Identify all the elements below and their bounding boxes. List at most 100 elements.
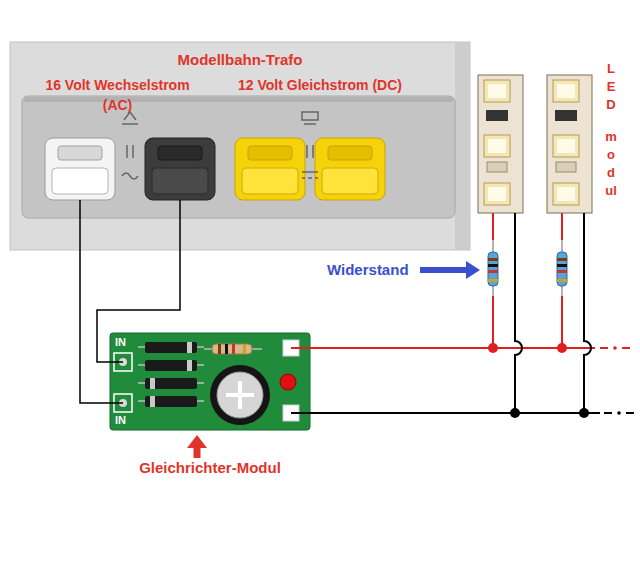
- led-module: [478, 75, 523, 213]
- led-module: [478, 75, 592, 213]
- connector-group: [80, 250, 180, 403]
- vertical-label: modul: [604, 128, 618, 200]
- led-module: [553, 135, 579, 157]
- minus-wire: [291, 213, 634, 413]
- plus-wire: [613, 346, 617, 350]
- capacitor-symbol: [210, 365, 270, 425]
- transformer-housing: [24, 97, 453, 102]
- junction-dot: [488, 343, 498, 353]
- diode: [150, 378, 155, 389]
- wire: [80, 200, 180, 250]
- led-module: [556, 162, 576, 172]
- led-module: [547, 75, 592, 213]
- led-indicator: [280, 374, 296, 390]
- terminal-socket: [235, 138, 305, 200]
- plus-wire: [291, 347, 595, 349]
- panel-text: 12 Volt Gleichstrom (DC): [225, 75, 415, 95]
- led-module: [557, 84, 575, 98]
- diode: [187, 342, 192, 353]
- terminal-socket: [242, 168, 298, 194]
- rectifier-board: [110, 333, 310, 430]
- junction-dot: [557, 343, 567, 353]
- wire: [80, 250, 110, 403]
- capacitor-symbol: [217, 372, 263, 418]
- resistor-symbol: [557, 270, 567, 273]
- terminal-socket: [322, 168, 378, 194]
- terminal-socket: [45, 138, 385, 200]
- minus-wire: [584, 213, 591, 413]
- led-module: [488, 84, 506, 98]
- led-module: [486, 110, 508, 121]
- terminal-socket: [45, 138, 115, 200]
- resistor-symbol: [218, 344, 221, 354]
- junction-dot: [510, 408, 520, 418]
- callout-arrow: [187, 261, 480, 458]
- minus-wire: [604, 412, 634, 414]
- diode: [145, 342, 197, 353]
- resistor-symbol: [488, 240, 567, 296]
- diode: [145, 360, 197, 371]
- resistor-symbol: [557, 279, 567, 282]
- diode: [145, 378, 197, 389]
- resistor-symbol: [225, 344, 228, 354]
- panel-text: 16 Volt Wechselstrom (AC): [30, 75, 205, 115]
- resistor-symbol: [557, 252, 567, 286]
- wire: [79, 200, 81, 250]
- resistor-symbol: [488, 258, 498, 261]
- led-module: [487, 162, 507, 172]
- led-module: [488, 139, 506, 153]
- resistor-symbol: [493, 240, 562, 296]
- rectifier-board: [110, 362, 123, 403]
- resistor-symbol: [488, 279, 498, 282]
- resistor-symbol: [488, 270, 498, 273]
- capacitor-symbol: [210, 365, 270, 425]
- terminal-symbol: [302, 172, 318, 178]
- transformer-housing: [455, 42, 470, 250]
- resistor-symbol: [557, 258, 567, 261]
- plus-wire: [291, 213, 630, 348]
- transformer-panel: Modellbahn-Trafo 16 Volt Wechselstrom (AC…: [10, 42, 474, 250]
- callout-arrow: [420, 267, 466, 273]
- callout-arrow: [187, 435, 207, 448]
- wire: [179, 200, 181, 250]
- terminal-socket: [145, 138, 215, 200]
- resistor-symbol: [488, 252, 498, 286]
- resistor-symbol: [557, 264, 567, 267]
- minus-wire: [617, 411, 621, 415]
- plus-wire: [600, 347, 630, 349]
- terminal-socket: [248, 146, 292, 160]
- terminal-socket: [315, 138, 385, 200]
- callout-label: Widerstand: [327, 261, 419, 279]
- diode: [187, 360, 192, 371]
- terminal-symbol: [122, 173, 138, 179]
- rectifier-board: [110, 333, 310, 430]
- rectifier-module: ININ: [110, 333, 310, 430]
- diode: [138, 347, 204, 401]
- terminal-symbol: [122, 112, 318, 179]
- transformer-housing: [10, 42, 470, 250]
- resistor-symbol: [204, 344, 262, 354]
- diode: [150, 396, 155, 407]
- transformer-housing: [22, 96, 455, 218]
- callout-label: Gleichrichter-Modul: [122, 459, 298, 477]
- junction-dot: [579, 408, 589, 418]
- diode: [138, 342, 204, 407]
- terminal-socket: [152, 168, 208, 194]
- resistor-symbol: [488, 264, 498, 267]
- panel-text: Modellbahn-Trafo: [10, 50, 470, 70]
- pin-label: IN: [115, 414, 139, 427]
- junction-dot: [488, 343, 589, 418]
- terminal-symbol: [127, 145, 133, 158]
- led-module: [484, 183, 510, 205]
- terminal-symbol: [302, 112, 318, 124]
- wire: [97, 250, 180, 362]
- led-module: [557, 187, 575, 201]
- terminal-symbol: [307, 145, 313, 158]
- led-module: [484, 135, 510, 157]
- terminal-socket: [52, 168, 108, 194]
- minus-wire: [515, 213, 522, 413]
- led-module: [484, 80, 510, 102]
- resistor-symbol: [212, 344, 252, 354]
- vertical-label: LED: [604, 60, 618, 114]
- transformer-housing: [10, 42, 470, 250]
